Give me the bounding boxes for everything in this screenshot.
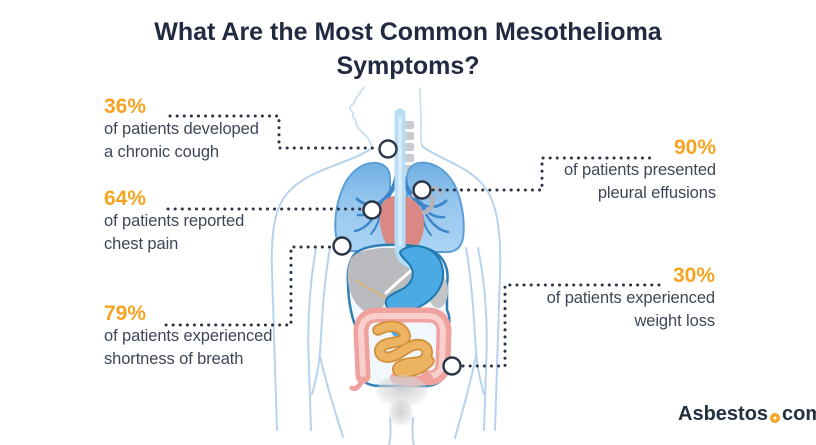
callout-weight-loss: 30% of patients experienced weight loss bbox=[547, 264, 715, 333]
callout-percent: 79% bbox=[104, 302, 147, 325]
callout-pleural-effusions: 90% of patients presented pleural effusi… bbox=[564, 136, 716, 205]
marker-lung-base bbox=[332, 236, 352, 256]
callout-text-line: a chronic cough bbox=[104, 143, 219, 161]
marker-abdomen bbox=[442, 356, 462, 376]
callout-percent: 90% bbox=[673, 136, 716, 159]
connector-pleural-effusions bbox=[431, 156, 658, 192]
callout-percent: 30% bbox=[672, 264, 715, 287]
page-title: What Are the Most Common Mesothelioma Sy… bbox=[0, 15, 816, 83]
callout-percent: 64% bbox=[104, 187, 147, 210]
plus-dot-icon: + bbox=[770, 413, 781, 423]
callout-shortness-of-breath: 79% of patients experienced shortness of… bbox=[104, 302, 272, 371]
head-profile-outline bbox=[348, 86, 423, 149]
logo-tld: com bbox=[782, 403, 816, 425]
callout-text-line: of patients experienced bbox=[104, 327, 273, 345]
small-intestine bbox=[372, 320, 435, 378]
connector-shortness-of-breath bbox=[164, 245, 332, 327]
marker-left-lung bbox=[362, 200, 382, 220]
title-line-1: What Are the Most Common Mesothelioma bbox=[154, 18, 662, 46]
callout-text-line: of patients reported bbox=[104, 212, 245, 230]
callout-chest-pain: 64% of patients reported chest pain bbox=[104, 187, 244, 256]
callout-chronic-cough: 36% of patients developed a chronic coug… bbox=[104, 95, 259, 164]
pelvis bbox=[376, 375, 428, 428]
callout-percent: 36% bbox=[104, 95, 147, 118]
callout-text-line: chest pain bbox=[104, 235, 179, 253]
marker-right-lung bbox=[412, 180, 432, 200]
callout-text-line: of patients presented bbox=[563, 161, 716, 179]
callout-text-line: shortness of breath bbox=[104, 350, 244, 368]
callout-text-line: pleural effusions bbox=[597, 184, 716, 202]
callout-text-line: of patients experienced bbox=[546, 289, 715, 307]
marker-trachea bbox=[378, 139, 398, 159]
asbestos-logo[interactable]: Asbestos + com bbox=[678, 403, 816, 426]
title-line-2: Symptoms? bbox=[336, 52, 480, 80]
torso-outline bbox=[270, 145, 502, 445]
callout-text-line: weight loss bbox=[634, 312, 715, 330]
callout-text-line: of patients developed bbox=[104, 120, 259, 138]
connector-weight-loss bbox=[461, 283, 664, 368]
logo-brand: Asbestos bbox=[678, 403, 769, 425]
